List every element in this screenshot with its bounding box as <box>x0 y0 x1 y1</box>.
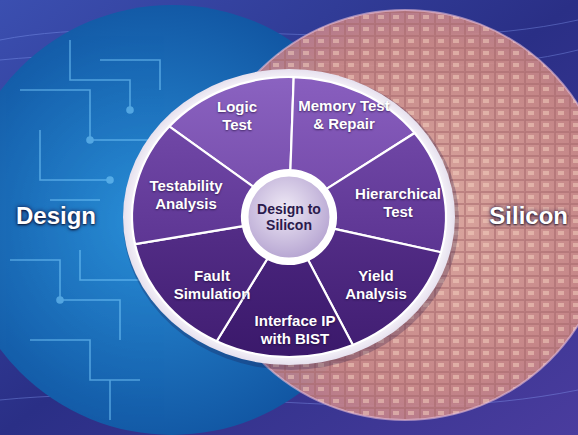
segment-label: Hierarchical Test <box>347 185 449 221</box>
segment-label: Memory Test & Repair <box>294 97 394 133</box>
center-title: Design to Silicon <box>254 201 324 233</box>
center-circle: Design to Silicon <box>245 173 333 261</box>
segment-label: Logic Test <box>211 98 263 134</box>
region-label: Design <box>16 202 96 230</box>
segment-label: Interface IP with BIST <box>248 312 342 348</box>
region-label: Silicon <box>489 202 568 230</box>
segment-label: Fault Simulation <box>169 267 255 303</box>
segment-label: Yield Analysis <box>339 267 413 303</box>
segment-label: Testability Analysis <box>140 177 232 213</box>
